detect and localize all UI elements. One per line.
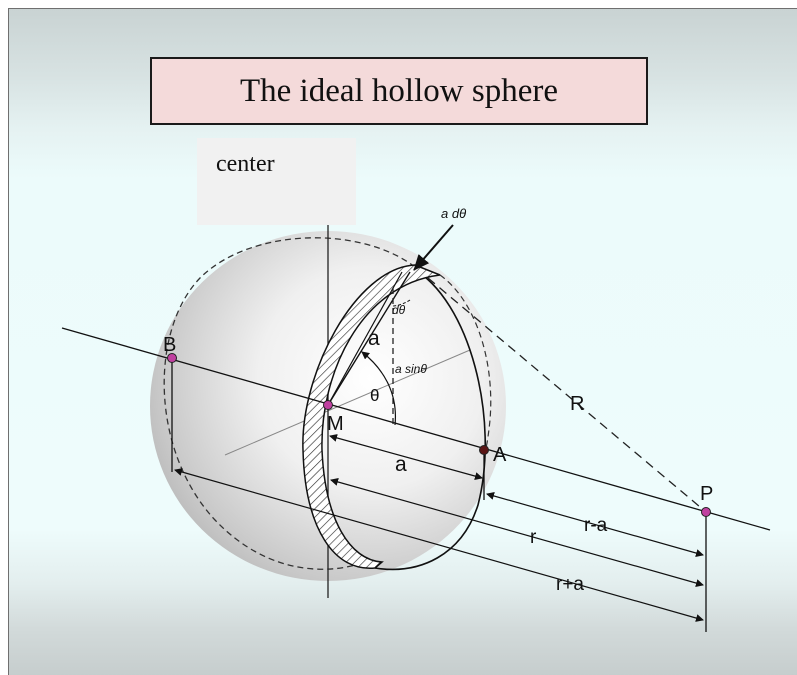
point-B <box>167 353 177 363</box>
label-theta: θ <box>370 386 379 405</box>
point-M <box>323 400 333 410</box>
label-r: r <box>530 527 537 548</box>
label-a-dtheta: a dθ <box>441 206 466 221</box>
label-dtheta: dθ <box>392 303 406 317</box>
label-dim-a: a <box>395 453 407 476</box>
point-P <box>701 507 711 517</box>
radius-line <box>327 271 411 406</box>
label-r-minus-a: r-a <box>584 515 608 536</box>
title-box: The ideal hollow sphere <box>150 57 648 125</box>
page-title: The ideal hollow sphere <box>240 72 558 109</box>
center-label: center <box>216 151 275 177</box>
point-A <box>479 445 489 455</box>
dim-r-plus-a <box>174 468 704 622</box>
label-A: A <box>493 444 507 466</box>
dtheta-arc <box>391 299 411 307</box>
label-R: R <box>570 393 584 415</box>
label-a-sin-theta: a sinθ <box>395 362 427 376</box>
a-dtheta-arrow <box>413 224 454 271</box>
center-label-box: center <box>197 138 356 225</box>
label-r-plus-a: r+a <box>556 574 584 595</box>
radius-line-2 <box>327 271 403 406</box>
theta-arc <box>361 351 397 426</box>
label-M: M <box>327 413 344 435</box>
label-P: P <box>700 483 713 505</box>
reference-line <box>224 349 471 456</box>
label-a-radius: a <box>368 327 380 350</box>
label-B: B <box>163 334 176 356</box>
